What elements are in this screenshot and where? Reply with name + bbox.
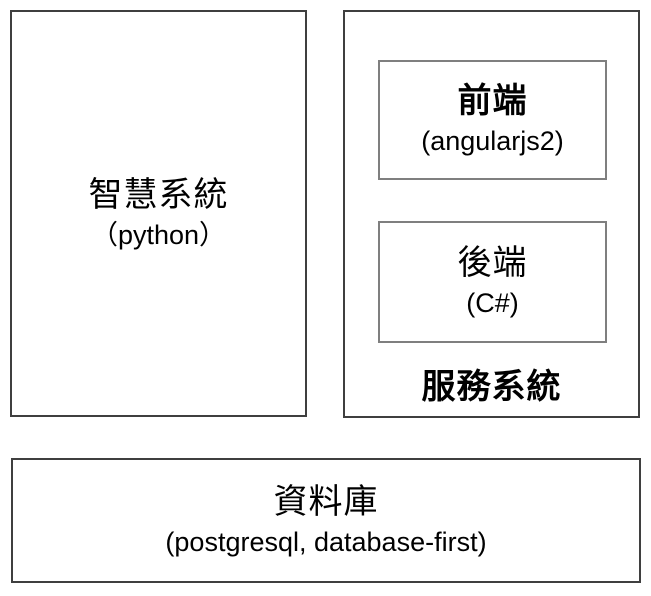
backend-box: 後端 (C#) (378, 221, 607, 343)
backend-title: 後端 (457, 244, 528, 282)
intelligence-system-title: 智慧系統 (88, 175, 229, 214)
database-subtitle: (postgresql, database-first) (165, 526, 487, 557)
frontend-box: 前端 (angularjs2) (378, 60, 607, 180)
frontend-title: 前端 (457, 82, 528, 120)
intelligence-system-box: 智慧系統 （python） (10, 10, 307, 417)
frontend-subtitle: (angularjs2) (421, 126, 564, 156)
service-system-box: 前端 (angularjs2) 後端 (C#) 服務系統 (343, 10, 640, 418)
service-system-label: 服務系統 (421, 368, 562, 406)
database-title: 資料庫 (273, 482, 379, 521)
intelligence-system-subtitle: （python） (90, 219, 227, 250)
database-box: 資料庫 (postgresql, database-first) (11, 458, 641, 583)
backend-subtitle: (C#) (466, 288, 519, 318)
